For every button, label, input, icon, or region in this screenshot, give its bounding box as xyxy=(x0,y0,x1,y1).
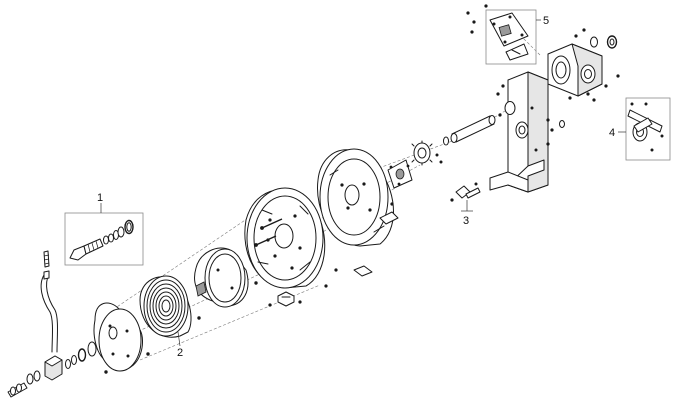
roller-guide-housing xyxy=(547,28,620,102)
spring-cover-drum xyxy=(194,247,258,320)
drum-bolts xyxy=(254,218,338,288)
callout-5: 5 xyxy=(543,15,549,27)
callout-2: 2 xyxy=(177,347,183,359)
retaining-clip xyxy=(268,291,302,307)
drum-flange-front xyxy=(244,187,326,289)
washer xyxy=(117,226,125,238)
callout-4: 4 xyxy=(609,127,615,139)
swivel-fitting xyxy=(69,238,104,261)
o-ring xyxy=(71,355,77,365)
large-o-ring xyxy=(77,348,87,362)
o-ring xyxy=(103,235,109,245)
callout-1: 1 xyxy=(97,192,103,204)
roller-arm-group xyxy=(618,97,671,161)
fitting-kit-frame xyxy=(64,212,144,266)
fitting-kit-group xyxy=(64,203,144,266)
guide-arm-group xyxy=(466,4,541,65)
ratchet-gear xyxy=(411,140,443,166)
hub-disc xyxy=(93,302,150,374)
screw xyxy=(197,316,201,320)
spring-case xyxy=(139,275,192,338)
washer xyxy=(87,341,97,357)
roller-arm-frame xyxy=(625,97,671,161)
axle-shaft xyxy=(443,113,502,146)
callout-3: 3 xyxy=(463,215,469,227)
guide-arm-frame xyxy=(485,9,537,65)
bearing-bracket xyxy=(387,159,413,189)
drum-flange-rear xyxy=(317,148,399,277)
o-ring xyxy=(65,359,71,369)
swivel-assembly xyxy=(7,341,97,398)
screw xyxy=(104,370,108,374)
screw xyxy=(254,281,258,285)
latch-pawl-group xyxy=(450,182,481,212)
large-o-ring xyxy=(124,219,134,235)
mounting-bracket xyxy=(489,71,565,193)
o-ring xyxy=(108,233,114,243)
screw xyxy=(146,352,150,356)
inlet-hose xyxy=(40,250,58,353)
